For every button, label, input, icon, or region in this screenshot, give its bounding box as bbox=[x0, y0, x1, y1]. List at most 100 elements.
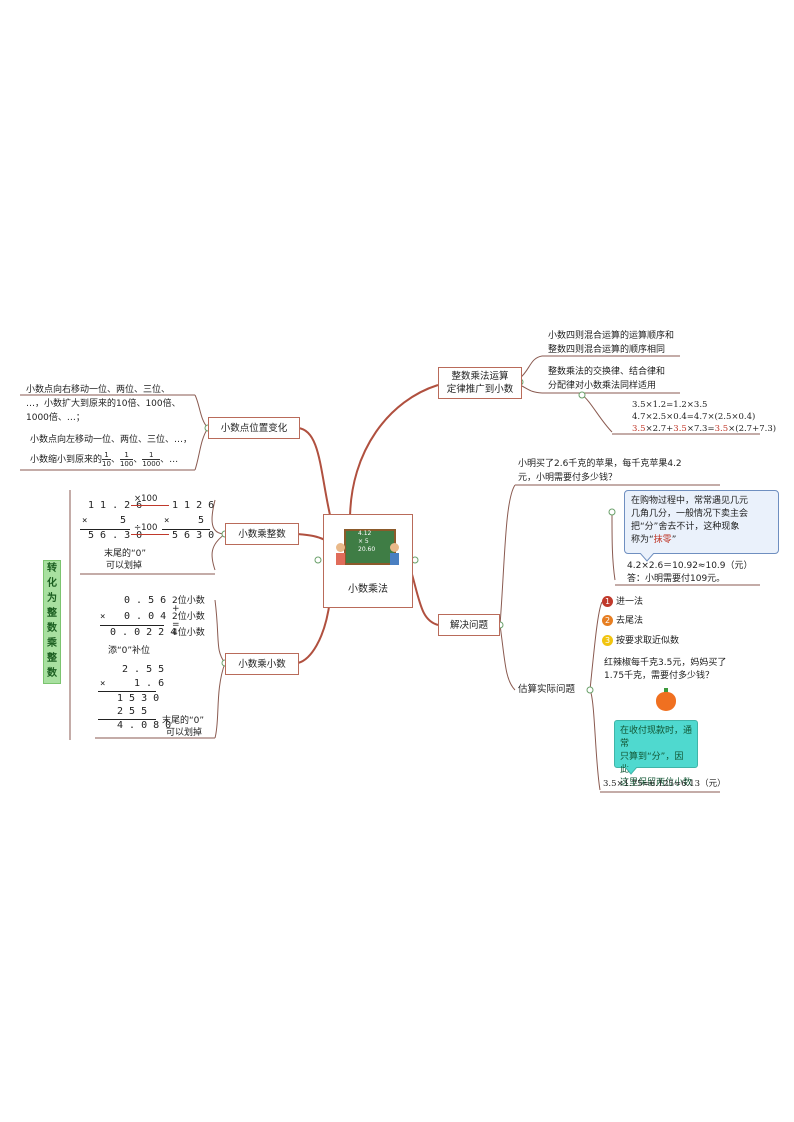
number-badge-icon: 3 bbox=[602, 635, 613, 646]
calc-number: 5 bbox=[198, 515, 205, 526]
arrow-left-icon bbox=[131, 534, 169, 535]
rule-text: 小数点向左移动一位、两位、三位、…， bbox=[30, 435, 193, 445]
calc-number: 0 . 0 4 bbox=[124, 611, 167, 622]
calc-number: 1 1 2 6 bbox=[172, 500, 215, 511]
eq-part: ×2.7+ bbox=[645, 424, 674, 434]
eq-part: ×(2.7+7.3) bbox=[728, 424, 777, 434]
node-decimal-times-integer[interactable]: 小数乘整数 bbox=[225, 523, 299, 545]
highlight: 抹零 bbox=[653, 535, 672, 545]
calc-number: 2 . 5 5 bbox=[122, 664, 165, 675]
rule-text: 小数四则混合运算的运算顺序和 bbox=[548, 331, 675, 341]
node-label: 小数乘整数 bbox=[238, 528, 286, 540]
arrow-label: ×100 bbox=[134, 494, 158, 504]
example-equation: 4.7×2.5×0.4=4.7×(2.5×0.4) bbox=[632, 412, 756, 422]
highlight: 3.5 bbox=[714, 424, 729, 434]
node-estimation[interactable]: 估算实际问题 bbox=[518, 684, 576, 695]
child-figure-icon bbox=[390, 543, 400, 567]
note-callout: 在收付现款时，通常 只算到“分”，因此 这里保留两位小数 bbox=[614, 720, 698, 788]
callout-pointer bbox=[640, 553, 654, 562]
answer-equation: 4.2×2.6＝10.92≈10.9（元） bbox=[627, 561, 753, 571]
note-callout: 在购物过程中，常常遇见几元 几角几分，一般情况下卖主会 把“分”舍去不计，这种现… bbox=[624, 490, 779, 554]
calc-sign: × bbox=[100, 679, 106, 689]
node-decimal-times-decimal[interactable]: 小数乘小数 bbox=[225, 653, 299, 675]
note-text: 可以划掉 bbox=[166, 728, 203, 738]
arrow-label: ÷100 bbox=[134, 523, 158, 533]
note-text: 末尾的“0” bbox=[162, 716, 205, 726]
calc-number: 2 5 5 bbox=[117, 706, 148, 717]
rule-text: 整数乘法的交换律、结合律和 bbox=[548, 367, 666, 377]
example-equation: 3.5×1.2=1.2×3.5 bbox=[632, 400, 708, 410]
method-label: 按要求取近似数 bbox=[616, 636, 680, 646]
note-text: 末尾的“0” bbox=[104, 549, 147, 559]
rule-text: 整数四则混合运算的顺序相同 bbox=[548, 345, 666, 355]
calc-sign: × bbox=[100, 612, 106, 622]
board-line: 4.12 bbox=[358, 530, 372, 537]
calc-number: 5 6 . 3 0 bbox=[88, 530, 143, 541]
calc-number: 5 bbox=[120, 515, 127, 526]
callout-line: 在收付现款时，通常 bbox=[620, 726, 693, 749]
calc-rule-line bbox=[100, 625, 164, 626]
node-label: 小数乘小数 bbox=[238, 658, 286, 670]
rule-text: 分配律对小数乘法同样适用 bbox=[548, 381, 657, 391]
vertical-label: 转化为整 数乘整数 bbox=[43, 560, 61, 684]
calc-rule-line bbox=[98, 719, 156, 720]
calc-sign: × bbox=[164, 516, 170, 526]
center-title: 小数乘法 bbox=[348, 584, 388, 595]
chalkboard-illustration: 4.12 × 5 20.60 bbox=[344, 529, 396, 565]
rule-text: …，小数扩大到原来的10倍、100倍、 bbox=[26, 399, 181, 409]
highlight: 3.5 bbox=[673, 424, 687, 434]
problem-text: 红辣椒每千克3.5元，妈妈买了 bbox=[604, 658, 727, 668]
callout-pointer bbox=[625, 767, 637, 775]
rule-text: 小数点向右移动一位、两位、三位、 bbox=[26, 385, 171, 395]
calc-rule-line bbox=[162, 529, 210, 530]
node-label: 小数点位置变化 bbox=[220, 422, 288, 434]
method-label: 去尾法 bbox=[616, 616, 644, 626]
rule-text: 1000倍、…； bbox=[26, 413, 85, 423]
note-text: 可以划掉 bbox=[106, 561, 143, 571]
calc-number: 0 . 0 2 2 4 bbox=[110, 627, 177, 638]
node-integer-laws[interactable]: 整数乘法运算 定律推广到小数 bbox=[438, 367, 522, 399]
calc-rule-line bbox=[80, 529, 130, 530]
calc-number: 5 6 3 0 bbox=[172, 530, 215, 541]
callout-line: 几角几分，一般情况下卖主会 bbox=[631, 509, 749, 519]
plus-sign: + bbox=[172, 604, 180, 614]
node-label: 解决问题 bbox=[449, 619, 488, 631]
center-node[interactable]: 4.12 × 5 20.60 小数乘法 bbox=[323, 514, 413, 608]
child-figure-icon bbox=[336, 543, 346, 567]
number-badge-icon: 2 bbox=[602, 615, 613, 626]
arrow-right-icon bbox=[131, 505, 169, 506]
example-equation: 3.5×2.7+3.5×7.3=3.5×(2.7+7.3) bbox=[632, 422, 776, 436]
pepper-icon bbox=[656, 688, 676, 712]
answer-text: 答：小明需要付109元。 bbox=[627, 574, 726, 584]
callout-line: 称为“抹零” bbox=[631, 535, 677, 545]
calc-rule-line bbox=[98, 691, 156, 692]
place-label: 2位小数 bbox=[172, 596, 205, 606]
calc-sign: × bbox=[82, 516, 88, 526]
problem-text: 元，小明需要付多少钱？ bbox=[518, 473, 618, 483]
callout-line: 只算到“分”，因此 bbox=[620, 752, 684, 775]
node-solve-problems[interactable]: 解决问题 bbox=[438, 614, 500, 636]
number-badge-icon: 1 bbox=[602, 596, 613, 607]
highlight: 3.5 bbox=[632, 424, 646, 434]
calc-number: 1 5 3 0 bbox=[117, 693, 160, 704]
node-decimal-point-shift[interactable]: 小数点位置变化 bbox=[208, 417, 300, 439]
calc-number: 0 . 5 6 bbox=[124, 595, 167, 606]
callout-line: 在购物过程中，常常遇见几元 bbox=[631, 496, 749, 506]
calc-number: 1 1 . 2 6 bbox=[88, 500, 143, 511]
calc-number: 4 . 0 8 0 bbox=[117, 720, 172, 731]
problem-text: 小明买了2.6千克的苹果，每千克苹果4.2 bbox=[518, 459, 682, 469]
place-label: 2位小数 bbox=[172, 612, 205, 622]
eq-part: ×7.3= bbox=[686, 424, 715, 434]
calc-number: 1 . 6 bbox=[134, 678, 165, 689]
callout-line: 把“分”舍去不计，这种现象 bbox=[631, 522, 740, 532]
callout-line: 这里保留两位小数 bbox=[620, 778, 693, 788]
board-line: 20.60 bbox=[358, 546, 376, 553]
problem-text: 1.75千克，需要付多少钱？ bbox=[604, 671, 715, 681]
